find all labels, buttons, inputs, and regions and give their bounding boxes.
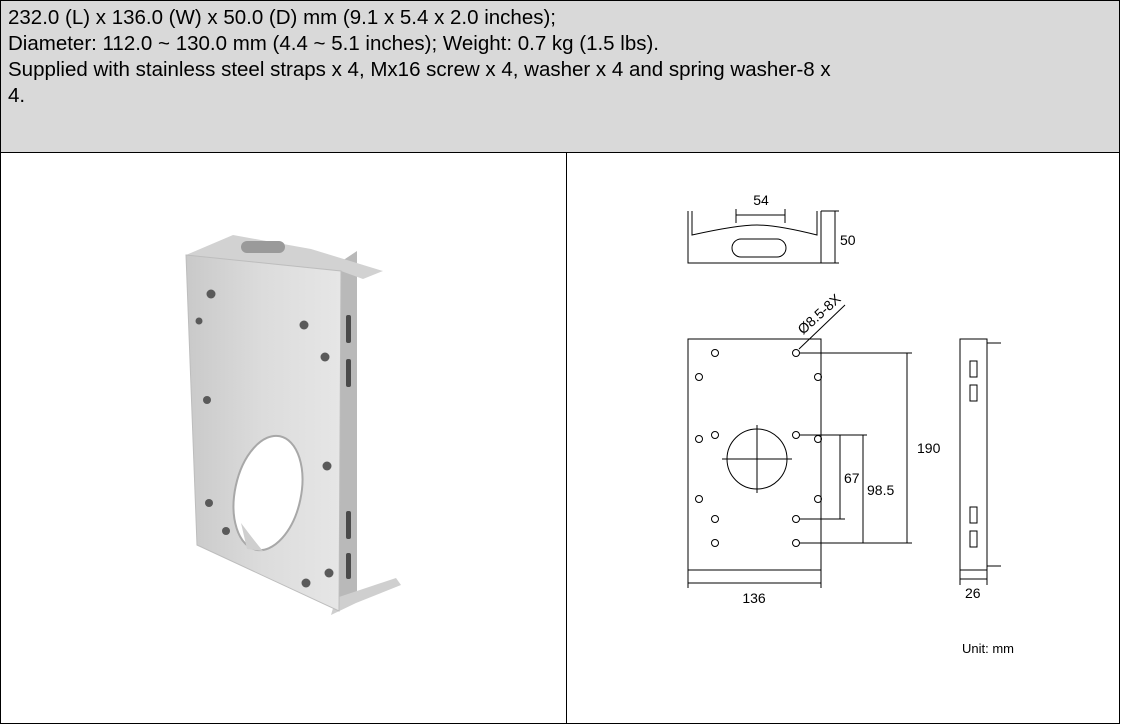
image-row: 54 50 Ø8.5-8X 190 67 98.5 136 26 Unit: m… [0,152,1120,724]
unit-label: Unit: mm [962,641,1014,656]
top-view-slot [731,238,787,258]
bracket-screw-holes [195,289,334,588]
dim-top-width: 54 [753,192,769,208]
spec-row: 232.0 (L) x 136.0 (W) x 50.0 (D) mm (9.1… [0,0,1120,153]
dim-height: 190 [917,440,941,456]
bracket-flange [339,251,357,608]
side-view-slots [969,360,978,548]
technical-drawing: 54 50 Ø8.5-8X 190 67 98.5 136 26 Unit: m… [687,192,1014,656]
dimensions-line: 232.0 (L) x 136.0 (W) x 50.0 (D) mm (9.1… [8,6,557,29]
side-view-outline [959,338,988,571]
technical-drawing-cell: 54 50 Ø8.5-8X 190 67 98.5 136 26 Unit: m… [566,152,1120,724]
bracket-flange-slots [346,315,351,579]
dim-side-depth: 26 [965,585,981,601]
product-photo-cell [0,152,567,724]
front-view-plate [687,338,822,571]
dim-spacing-outer: 98.5 [867,482,894,498]
bracket-plate [185,254,342,612]
supplied-items-line-cont: 4. [8,84,26,107]
spec-text-cell: 232.0 (L) x 136.0 (W) x 50.0 (D) mm (9.1… [0,0,1120,153]
dim-width: 136 [742,590,766,606]
supplied-items-line: Supplied with stainless steel straps x 4… [8,58,831,81]
top-view-outline [687,211,822,264]
diameter-weight-line: Diameter: 112.0 ~ 130.0 mm (4.4 ~ 5.1 in… [8,32,660,55]
bracket-bottom-lip [331,578,401,615]
hole-inner-shadow [241,523,263,551]
dim-spacing-inner: 67 [844,470,860,486]
dim-top-depth: 50 [840,232,856,248]
bracket-top-ledge [186,235,383,279]
bracket-top-slot [241,241,285,253]
bracket-photo [185,235,401,615]
front-view-holes [695,349,822,547]
top-view-profile [691,211,818,236]
